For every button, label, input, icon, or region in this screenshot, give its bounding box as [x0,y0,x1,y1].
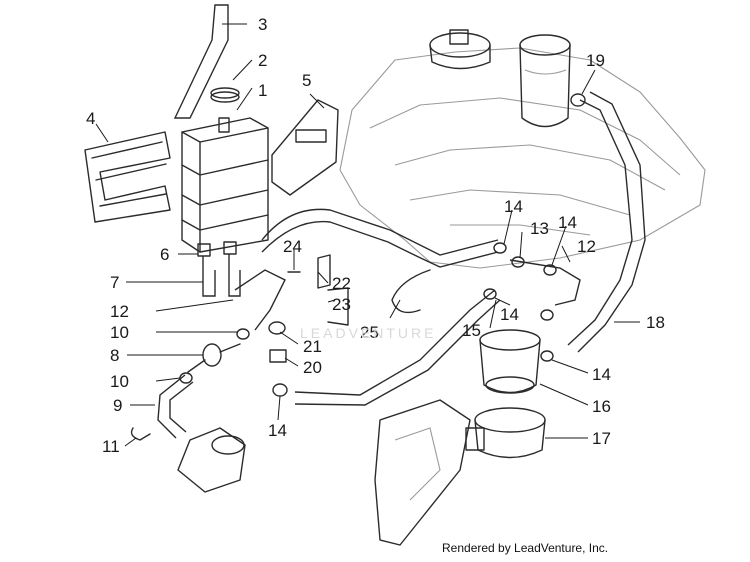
bolt-and-clamps [287,254,431,326]
fuel-filter [479,329,541,394]
return-hose [294,289,501,406]
filler-neck [519,34,571,128]
callout-14-b: 14 [558,213,577,232]
callout-20: 20 [303,358,322,377]
callout-14-d: 14 [592,365,611,384]
hose-clip [130,427,151,441]
intake-elbow [177,427,246,493]
callout-16: 16 [592,397,611,416]
callout-1: 1 [258,81,267,100]
small-fittings [268,321,288,397]
callout-13: 13 [530,219,549,238]
callout-4: 4 [86,109,95,128]
callout-15: 15 [462,321,481,340]
callout-21: 21 [303,337,322,356]
vent-connector [570,93,586,107]
vent-hose [173,4,229,119]
carbon-canister [181,117,269,253]
callout-19: 19 [586,51,605,70]
frame-bracket [374,399,471,546]
connector-lower [179,328,250,384]
callout-2: 2 [258,51,267,70]
vent-line [567,91,646,353]
callout-10-lower: 10 [110,372,129,391]
fuel-cap [429,29,491,70]
leader-lines [95,23,640,447]
purge-hose [261,208,499,268]
watermark: LEADVENTURE [300,325,436,341]
callout-18: 18 [646,313,665,332]
callout-10-upper: 10 [110,323,129,342]
callout-8: 8 [110,346,119,365]
callout-25: 25 [360,323,379,342]
callout-24: 24 [283,237,302,256]
callout-5: 5 [302,71,311,90]
filter-clamp [465,407,546,459]
callout-3: 3 [258,15,267,34]
callout-11: 11 [102,437,120,456]
callout-7: 7 [110,273,119,292]
callout-12-left: 12 [110,302,129,321]
callout-23: 23 [332,295,351,314]
callout-22: 22 [332,274,351,293]
callout-numbers: 3 2 1 4 5 6 7 12 10 8 10 9 11 24 22 23 2… [86,15,665,456]
lower-hose [157,374,194,439]
callout-17: 17 [592,429,611,448]
canister-bracket [84,131,171,223]
fuel-tank [339,47,706,269]
callout-14-c: 14 [500,305,519,324]
callout-12-right: 12 [577,237,596,256]
callout-14-bottom: 14 [268,421,287,440]
callout-9: 9 [113,396,122,415]
canister-fittings [197,241,237,257]
mounting-plate [271,99,339,196]
purge-valve [187,343,241,373]
canister-lower-hoses [202,254,286,331]
hose-clamp-top [210,87,240,103]
callout-6: 6 [160,245,169,264]
t-connectors [483,242,581,362]
credit-text: Rendered by LeadVenture, Inc. [442,541,609,555]
callout-14-a: 14 [504,197,523,216]
